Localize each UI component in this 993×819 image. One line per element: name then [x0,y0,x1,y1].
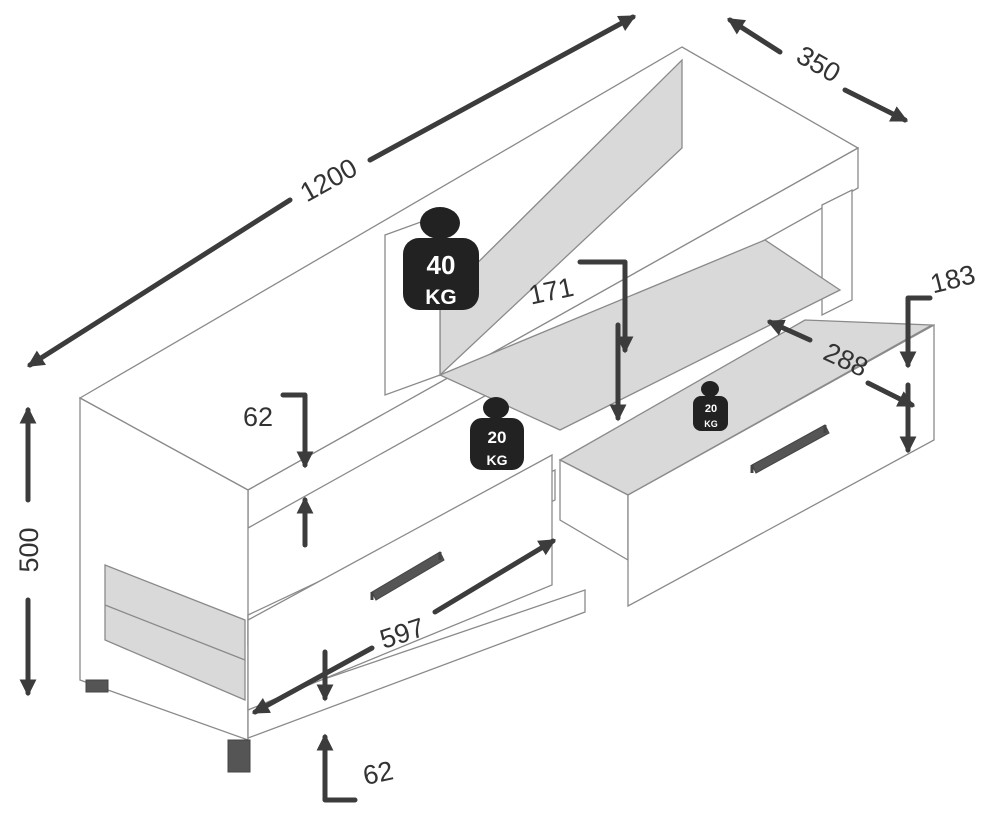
drawer-width-arrow-right [432,538,556,615]
weight-icon-drawer: 20 KG [693,381,728,431]
drawer-height-arrow-top [899,295,933,369]
weight-icon-top: 40 KG [403,207,479,310]
top-load-value: 40 [427,250,456,280]
depth-arrow-right [842,87,909,123]
drawer-height-label: 183 [927,259,978,299]
shelf-load-value: 20 [488,428,507,447]
dimension-lines [19,14,933,803]
depth-arrow-left [727,17,783,55]
width-label: 1200 [295,152,362,207]
drawer-depth-arrow-right [865,380,916,408]
drawer-load-value: 20 [705,403,717,415]
base-height-arrow [316,733,358,803]
tv-stand [78,46,935,773]
width-arrow-upper [367,14,636,163]
left-drawer-handle[interactable] [371,551,445,601]
height-label: 500 [14,527,44,572]
depth-label: 350 [791,40,845,89]
foot-left [85,679,109,693]
right-drawer-handle[interactable] [751,424,830,474]
foot-front [227,739,251,773]
drawer-width-arrow-left [252,645,375,715]
width-arrow-lower [27,197,293,368]
open-drawer-front [627,323,935,608]
middle-shelf [438,239,842,431]
top-load-unit: KG [425,286,457,309]
drawer-load-unit: KG [704,419,718,429]
top-thickness-arrow-down [280,392,314,469]
drawer-depth-arrow-left [766,319,813,343]
base-height-label: 62 [360,755,396,791]
weight-icon-shelf: 20 KG [470,397,524,470]
shelf-gap-arrow-top [577,259,634,354]
top-thickness-label: 62 [243,402,273,432]
shelf-load-unit: KG [487,452,508,468]
